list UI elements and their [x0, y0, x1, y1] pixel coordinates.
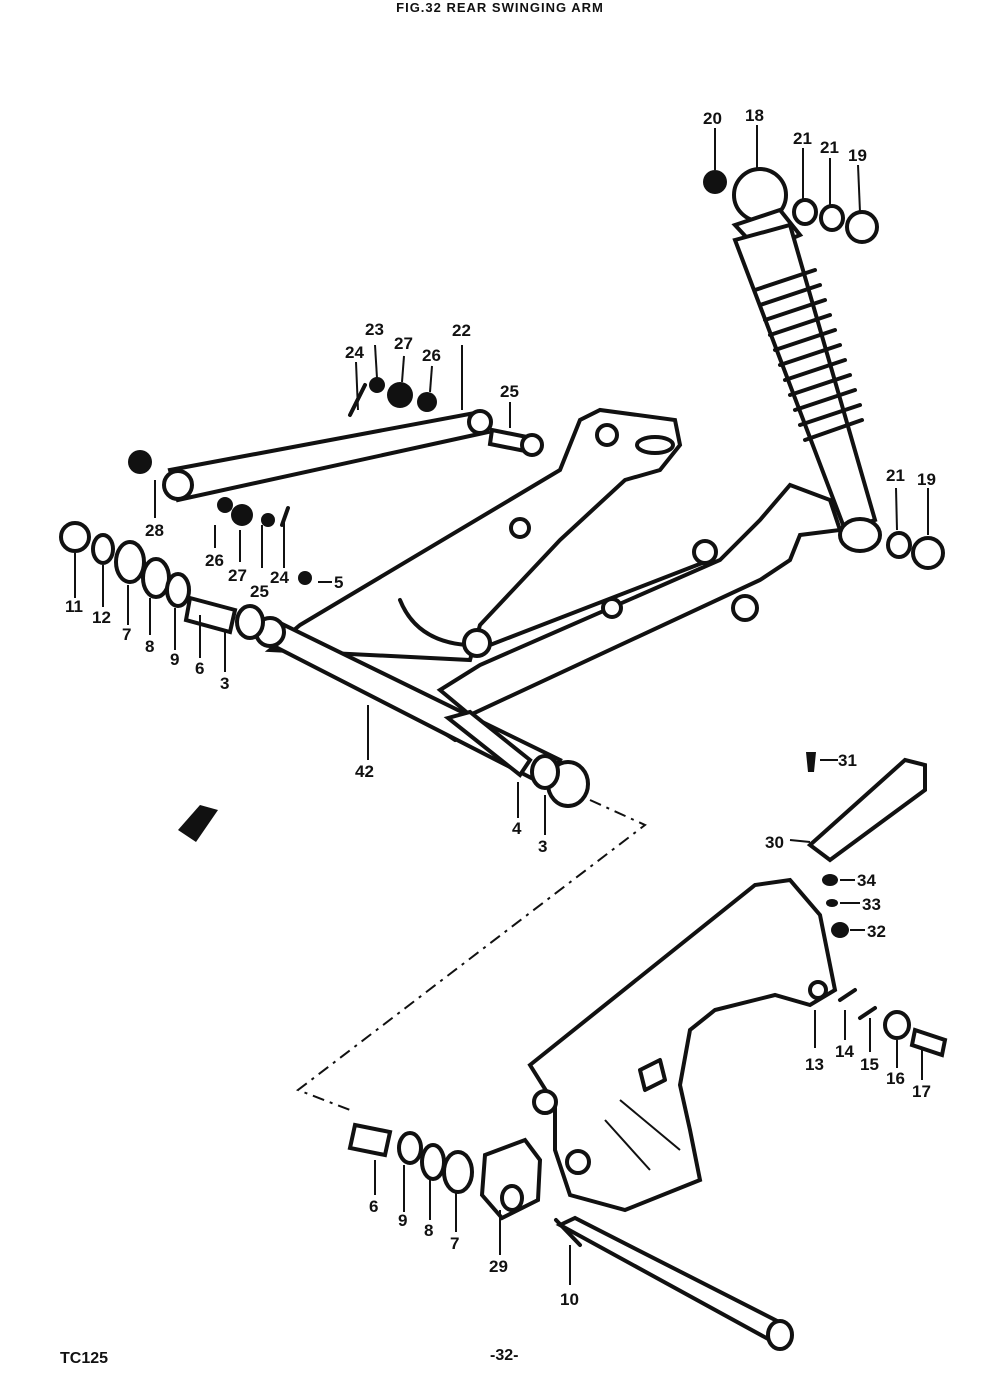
callout-14: 14: [835, 1042, 854, 1061]
washer-21-upper-a: [792, 198, 818, 226]
torque-arm-22: [128, 409, 493, 503]
callout-18: 18: [745, 106, 764, 125]
page-number: -32-: [490, 1347, 519, 1364]
callout-34: 34: [857, 871, 876, 890]
callout-9: 9: [170, 650, 179, 669]
callout-22: 22: [452, 321, 471, 340]
mid-hardware: [217, 497, 312, 585]
callout-25: 25: [500, 382, 519, 401]
callout-19: 19: [917, 470, 936, 489]
leader-lines: [74, 125, 929, 1285]
callout-8: 8: [424, 1221, 433, 1240]
nut-19-upper: [845, 210, 879, 244]
callout-26: 26: [205, 551, 224, 570]
washer-21-upper-b: [819, 204, 845, 232]
callout-21: 21: [820, 138, 839, 157]
lower-bushing-stack: [347, 1122, 543, 1221]
direction-arrow-icon: [178, 805, 218, 842]
bolt-25-upper: [487, 427, 544, 457]
model-code: TC125: [60, 1350, 109, 1367]
nut-20: [703, 170, 727, 194]
callout-19: 19: [848, 146, 867, 165]
callout-12: 12: [92, 608, 111, 627]
callout-21: 21: [793, 129, 812, 148]
nut-19-lower: [911, 536, 945, 570]
assembly-guide-line: [295, 799, 647, 1111]
pivot-tube-42: [254, 616, 590, 808]
callout-13: 13: [805, 1055, 824, 1074]
callout-6: 6: [369, 1197, 378, 1216]
callout-6: 6: [195, 659, 204, 678]
callout-9: 9: [398, 1211, 407, 1230]
callout-25: 25: [250, 582, 269, 601]
callout-4: 4: [512, 819, 522, 838]
chain-guide-30: [806, 757, 927, 863]
callout-23: 23: [365, 320, 384, 339]
part-34: [822, 874, 838, 886]
callout-labels: 20 18 21 21 19 23 27 24 26 22 25 28 26 2…: [65, 106, 936, 1309]
callout-24: 24: [345, 343, 364, 362]
callout-3: 3: [220, 674, 229, 693]
callout-30: 30: [765, 833, 784, 852]
case-fasteners: [838, 988, 948, 1058]
rear-shock-absorber: [731, 167, 882, 553]
callout-5: 5: [334, 573, 343, 592]
callout-26: 26: [422, 346, 441, 365]
figure-title: FIG.32 REAR SWINGING ARM: [396, 0, 604, 15]
callout-8: 8: [145, 637, 154, 656]
swinging-arm: [264, 407, 843, 742]
callout-17: 17: [912, 1082, 931, 1101]
callout-31: 31: [838, 751, 857, 770]
callout-33: 33: [862, 895, 881, 914]
callout-3: 3: [538, 837, 547, 856]
part-32: [831, 922, 849, 938]
callout-10: 10: [560, 1290, 579, 1309]
chain-case-13: [527, 877, 838, 1213]
callout-28: 28: [145, 521, 164, 540]
callout-24: 24: [270, 568, 289, 587]
callout-21: 21: [886, 466, 905, 485]
callout-15: 15: [860, 1055, 879, 1074]
callout-32: 32: [867, 922, 886, 941]
callout-42: 42: [355, 762, 374, 781]
callout-27: 27: [228, 566, 247, 585]
axle-bolt-10: [554, 1215, 794, 1351]
washer-21-lower: [886, 531, 912, 559]
left-bushing-stack: [59, 521, 265, 640]
callout-20: 20: [703, 109, 722, 128]
callout-11: 11: [65, 597, 83, 616]
bolt-31: [806, 752, 816, 772]
callout-16: 16: [886, 1069, 905, 1088]
callout-27: 27: [394, 334, 413, 353]
callout-29: 29: [489, 1257, 508, 1276]
callout-7: 7: [450, 1234, 459, 1253]
callout-7: 7: [122, 625, 131, 644]
small-hardware-upper: [348, 377, 437, 417]
part-33: [826, 899, 838, 907]
